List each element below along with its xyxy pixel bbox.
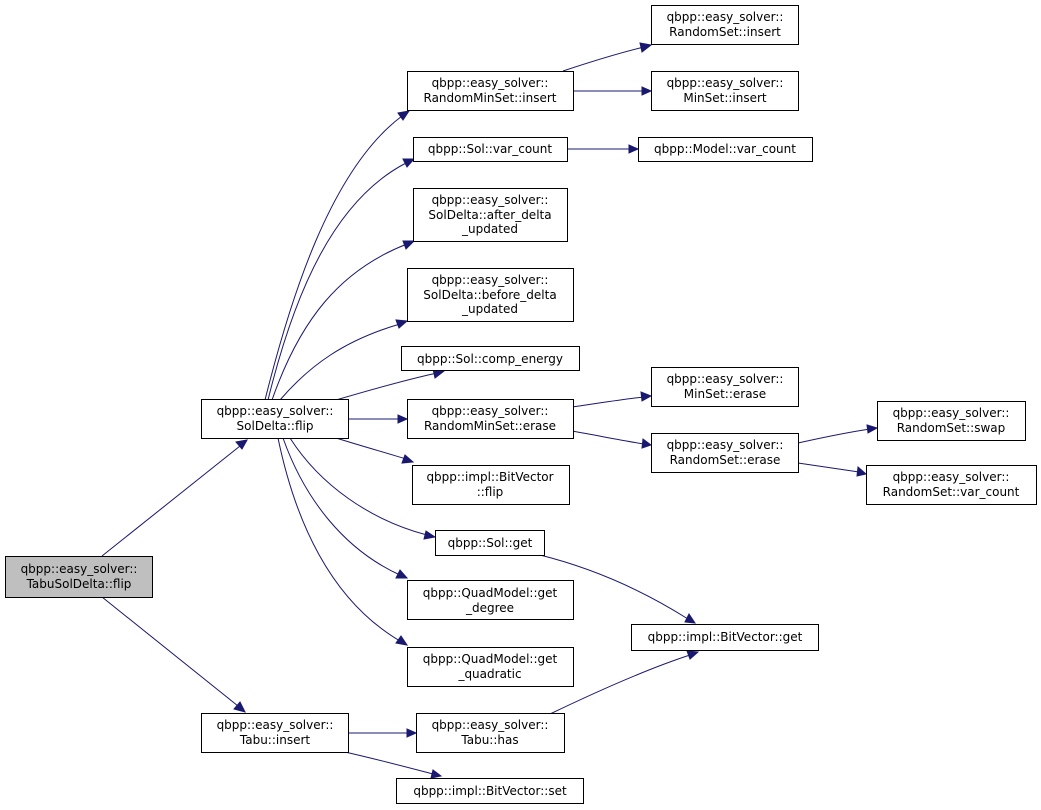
edge-soldelta-flip-to-randomminset-erase xyxy=(348,414,409,424)
node-after-delta-updated[interactable]: qbpp::easy_solver:: SolDelta::after_delt… xyxy=(413,188,568,242)
node-before-delta-updated-line1: qbpp::easy_solver:: xyxy=(432,273,549,287)
node-randomset-erase[interactable]: qbpp::easy_solver:: RandomSet::erase xyxy=(651,433,799,473)
edge-randomset-erase-to-randomset-var-count xyxy=(797,462,868,477)
node-sol-var-count-label: qbpp::Sol::var_count xyxy=(428,142,552,156)
node-bitvector-flip[interactable]: qbpp::impl::BitVector ::flip xyxy=(412,465,570,505)
node-tabusoldelta-flip-line1: qbpp::easy_solver:: xyxy=(21,562,138,576)
node-tabusoldelta-flip[interactable]: qbpp::easy_solver:: TabuSolDelta::flip xyxy=(5,556,153,598)
node-randomset-swap-line2: RandomSet::swap xyxy=(897,421,1006,435)
edge-randomminset-insert-to-minset-insert xyxy=(574,86,653,96)
node-bitvector-flip-line2: ::flip xyxy=(477,485,504,499)
edge-soldelta-flip-to-sol-comp-energy xyxy=(335,368,446,401)
node-randomset-insert-line2: RandomSet::insert xyxy=(669,25,781,39)
node-minset-insert[interactable]: qbpp::easy_solver:: MinSet::insert xyxy=(651,71,799,111)
edges xyxy=(101,42,879,779)
node-before-delta-updated-line3: _updated xyxy=(461,302,518,316)
node-randomminset-insert-line2: RandomMinSet::insert xyxy=(424,91,557,105)
node-bitvector-flip-line1: qbpp::impl::BitVector xyxy=(426,470,553,484)
node-tabusoldelta-flip-line2: TabuSolDelta::flip xyxy=(26,577,132,591)
node-quadmodel-get-quadratic[interactable]: qbpp::QuadModel::get _quadratic xyxy=(407,647,574,687)
node-before-delta-updated-line2: SolDelta::before_delta xyxy=(423,288,556,302)
node-after-delta-updated-line2: SolDelta::after_delta xyxy=(428,208,551,222)
edge-randomset-erase-to-randomset-swap xyxy=(797,424,879,444)
node-bitvector-set-label: qbpp::impl::BitVector::set xyxy=(413,784,567,798)
node-quadmodel-get-degree-line1: qbpp::QuadModel::get xyxy=(423,586,558,600)
node-randomset-var-count-line1: qbpp::easy_solver:: xyxy=(893,470,1010,484)
node-randomset-insert-line1: qbpp::easy_solver:: xyxy=(667,10,784,24)
node-sol-var-count[interactable]: qbpp::Sol::var_count xyxy=(413,137,568,162)
node-tabu-insert-line1: qbpp::easy_solver:: xyxy=(217,718,334,732)
edge-soldelta-flip-to-after-delta-updated xyxy=(271,240,416,401)
node-randomset-swap-line1: qbpp::easy_solver:: xyxy=(893,406,1010,420)
node-tabu-has-line2: Tabu::has xyxy=(460,733,518,747)
edge-tabusoldelta-flip-to-soldelta-flip xyxy=(101,439,248,557)
node-randomminset-erase-line1: qbpp::easy_solver:: xyxy=(432,404,549,418)
node-quadmodel-get-degree-line2: _degree xyxy=(465,601,514,615)
node-soldelta-flip-line2: SolDelta::flip xyxy=(237,419,314,433)
node-randomminset-erase-line2: RandomMinSet::erase xyxy=(424,419,556,433)
node-randomset-erase-line1: qbpp::easy_solver:: xyxy=(667,438,784,452)
node-minset-insert-line1: qbpp::easy_solver:: xyxy=(667,76,784,90)
node-bitvector-get-label: qbpp::impl::BitVector::get xyxy=(648,630,803,644)
node-minset-erase-line1: qbpp::easy_solver:: xyxy=(667,372,784,386)
edge-soldelta-flip-to-before-delta-updated xyxy=(279,319,409,401)
edge-tabusoldelta-flip-to-tabu-insert xyxy=(101,596,246,713)
node-sol-get[interactable]: qbpp::Sol::get xyxy=(435,530,545,556)
node-sol-comp-energy[interactable]: qbpp::Sol::comp_energy xyxy=(401,346,580,371)
node-after-delta-updated-line3: _updated xyxy=(461,222,518,236)
node-after-delta-updated-line1: qbpp::easy_solver:: xyxy=(432,193,549,207)
edge-soldelta-flip-to-bitvector-flip xyxy=(335,437,415,464)
node-tabu-has[interactable]: qbpp::easy_solver:: Tabu::has xyxy=(416,713,565,753)
node-before-delta-updated[interactable]: qbpp::easy_solver:: SolDelta::before_del… xyxy=(407,268,574,322)
edge-tabu-insert-to-bitvector-set xyxy=(344,751,443,779)
edge-tabu-has-to-bitvector-get xyxy=(549,650,700,715)
node-tabu-insert[interactable]: qbpp::easy_solver:: Tabu::insert xyxy=(201,713,349,753)
node-sol-get-label: qbpp::Sol::get xyxy=(448,536,533,550)
node-soldelta-flip-line1: qbpp::easy_solver:: xyxy=(217,404,334,418)
node-randomset-var-count-line2: RandomSet::var_count xyxy=(883,485,1020,499)
node-soldelta-flip[interactable]: qbpp::easy_solver:: SolDelta::flip xyxy=(201,399,349,439)
edge-soldelta-flip-to-quadmodel-get-quadratic xyxy=(277,437,409,646)
edge-soldelta-flip-to-quadmodel-get-degree xyxy=(282,437,409,579)
node-minset-erase[interactable]: qbpp::easy_solver:: MinSet::erase xyxy=(651,367,799,407)
edge-soldelta-flip-to-randomminset-insert xyxy=(264,110,411,401)
node-randomset-var-count[interactable]: qbpp::easy_solver:: RandomSet::var_count xyxy=(866,465,1037,505)
edge-sol-var-count-to-model-var-count xyxy=(568,144,640,154)
edge-sol-get-to-bitvector-get xyxy=(539,554,697,624)
node-sol-comp-energy-label: qbpp::Sol::comp_energy xyxy=(417,352,563,366)
node-model-var-count-label: qbpp::Model::var_count xyxy=(654,142,796,156)
edge-tabu-insert-to-tabu-has xyxy=(348,728,418,738)
edge-randomminset-erase-to-randomset-erase xyxy=(571,430,653,449)
node-quadmodel-get-degree[interactable]: qbpp::QuadModel::get _degree xyxy=(407,580,574,620)
node-randomminset-insert[interactable]: qbpp::easy_solver:: RandomMinSet::insert xyxy=(407,71,574,111)
node-randomminset-erase[interactable]: qbpp::easy_solver:: RandomMinSet::erase xyxy=(407,399,574,439)
node-tabu-has-line1: qbpp::easy_solver:: xyxy=(432,718,549,732)
node-bitvector-set[interactable]: qbpp::impl::BitVector::set xyxy=(396,778,584,804)
node-randomminset-insert-line1: qbpp::easy_solver:: xyxy=(432,76,549,90)
node-randomset-swap[interactable]: qbpp::easy_solver:: RandomSet::swap xyxy=(877,401,1026,441)
edge-soldelta-flip-to-sol-get xyxy=(289,437,437,540)
node-minset-erase-line2: MinSet::erase xyxy=(684,387,766,401)
node-quadmodel-get-quadratic-line1: qbpp::QuadModel::get xyxy=(423,652,558,666)
edge-soldelta-flip-to-sol-var-count xyxy=(267,158,416,401)
nodes: qbpp::easy_solver:: TabuSolDelta::flip q… xyxy=(5,5,1037,804)
node-quadmodel-get-quadratic-line2: _quadratic xyxy=(457,667,521,681)
edge-randomminset-insert-to-randomset-insert xyxy=(562,42,653,72)
node-bitvector-get[interactable]: qbpp::impl::BitVector::get xyxy=(631,624,819,651)
node-minset-insert-line2: MinSet::insert xyxy=(683,91,767,105)
node-model-var-count[interactable]: qbpp::Model::var_count xyxy=(638,137,813,162)
node-randomset-erase-line2: RandomSet::erase xyxy=(670,453,781,467)
node-tabu-insert-line2: Tabu::insert xyxy=(239,733,311,747)
node-randomset-insert[interactable]: qbpp::easy_solver:: RandomSet::insert xyxy=(651,5,799,45)
edge-randomminset-erase-to-minset-erase xyxy=(571,391,653,408)
